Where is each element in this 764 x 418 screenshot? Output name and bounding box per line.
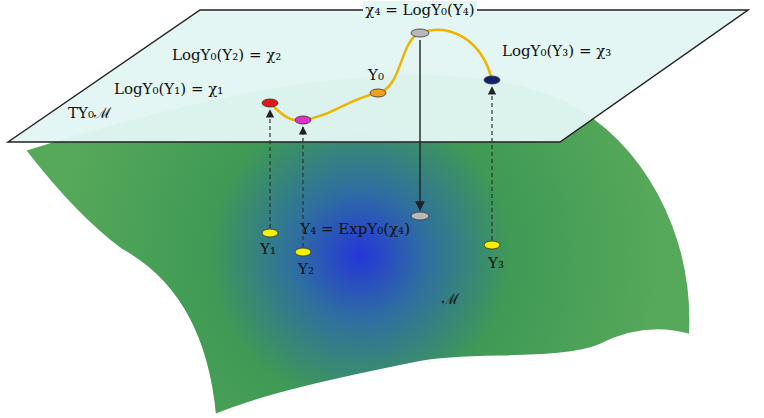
point (262, 99, 278, 107)
plane-label: TY₀ℳ (66, 104, 113, 122)
manifold-points (262, 212, 500, 256)
point-label: Y₀ (366, 66, 386, 84)
map-label: LogY₀(Y₁) = χ₁ (112, 80, 225, 98)
point (411, 29, 429, 37)
point (411, 212, 429, 220)
log-line (491, 87, 492, 240)
point-label: Y₂ (296, 260, 316, 278)
manifold-label: ℳ (440, 290, 461, 308)
point (484, 76, 500, 84)
point (295, 116, 311, 124)
point-label: Y₁ (258, 240, 278, 258)
map-label: LogY₀(Y₃) = χ₃ (500, 42, 613, 60)
point (370, 89, 386, 97)
point-label: Y₃ (486, 254, 506, 272)
exp-arrow (419, 40, 420, 210)
map-label: Y₄ = ExpY₀(χ₄) (298, 220, 412, 238)
point (484, 241, 500, 249)
projection-lines (270, 87, 492, 247)
point (262, 229, 278, 237)
map-label: LogY₀(Y₂) = χ₂ (170, 46, 283, 64)
tangent-plane (8, 10, 748, 142)
log-line (269, 110, 270, 228)
map-label: χ₄ = LogY₀(Y₄) (363, 1, 476, 19)
plane-points (262, 29, 500, 124)
point (295, 248, 311, 256)
tangent-curve (270, 30, 492, 121)
